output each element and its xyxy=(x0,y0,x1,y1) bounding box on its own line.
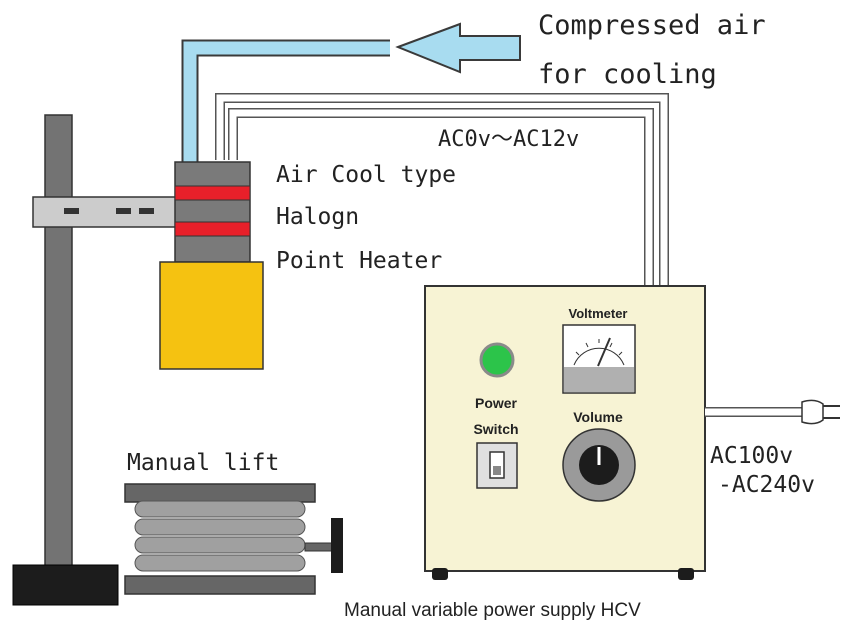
power-plug-icon xyxy=(801,399,840,425)
toggle-switch-icon[interactable] xyxy=(476,442,518,489)
voltage-output-label: AC0v〜AC12v xyxy=(438,127,579,152)
halogen-heater xyxy=(159,161,264,370)
diagram-caption: Manual variable power supply HCV xyxy=(344,600,641,621)
power-cable xyxy=(215,93,669,288)
volume-knob-icon[interactable] xyxy=(562,428,636,502)
heater-label-1: Air Cool type xyxy=(276,162,456,188)
air-tube xyxy=(181,39,390,170)
compressed-air-label: Compressed air xyxy=(538,10,766,41)
power-label: Power xyxy=(475,395,518,411)
power-indicator-icon xyxy=(479,342,515,378)
voltmeter-gauge-icon xyxy=(562,324,636,394)
manual-lift xyxy=(124,483,343,595)
stand xyxy=(12,114,179,606)
switch-label: Switch xyxy=(473,421,518,437)
voltmeter-label: Voltmeter xyxy=(569,306,628,321)
manual-lift-label: Manual lift xyxy=(127,450,279,476)
heater-label-3: Point Heater xyxy=(276,248,442,274)
compressed-air-label-2: for cooling xyxy=(538,59,717,90)
volume-label: Volume xyxy=(573,409,623,425)
heater-label-2: Halogn xyxy=(276,204,359,230)
arrow-left-icon xyxy=(395,22,521,74)
ac-input-label-2: -AC240v xyxy=(718,472,815,498)
ac-input-label-1: AC100v xyxy=(710,443,793,469)
